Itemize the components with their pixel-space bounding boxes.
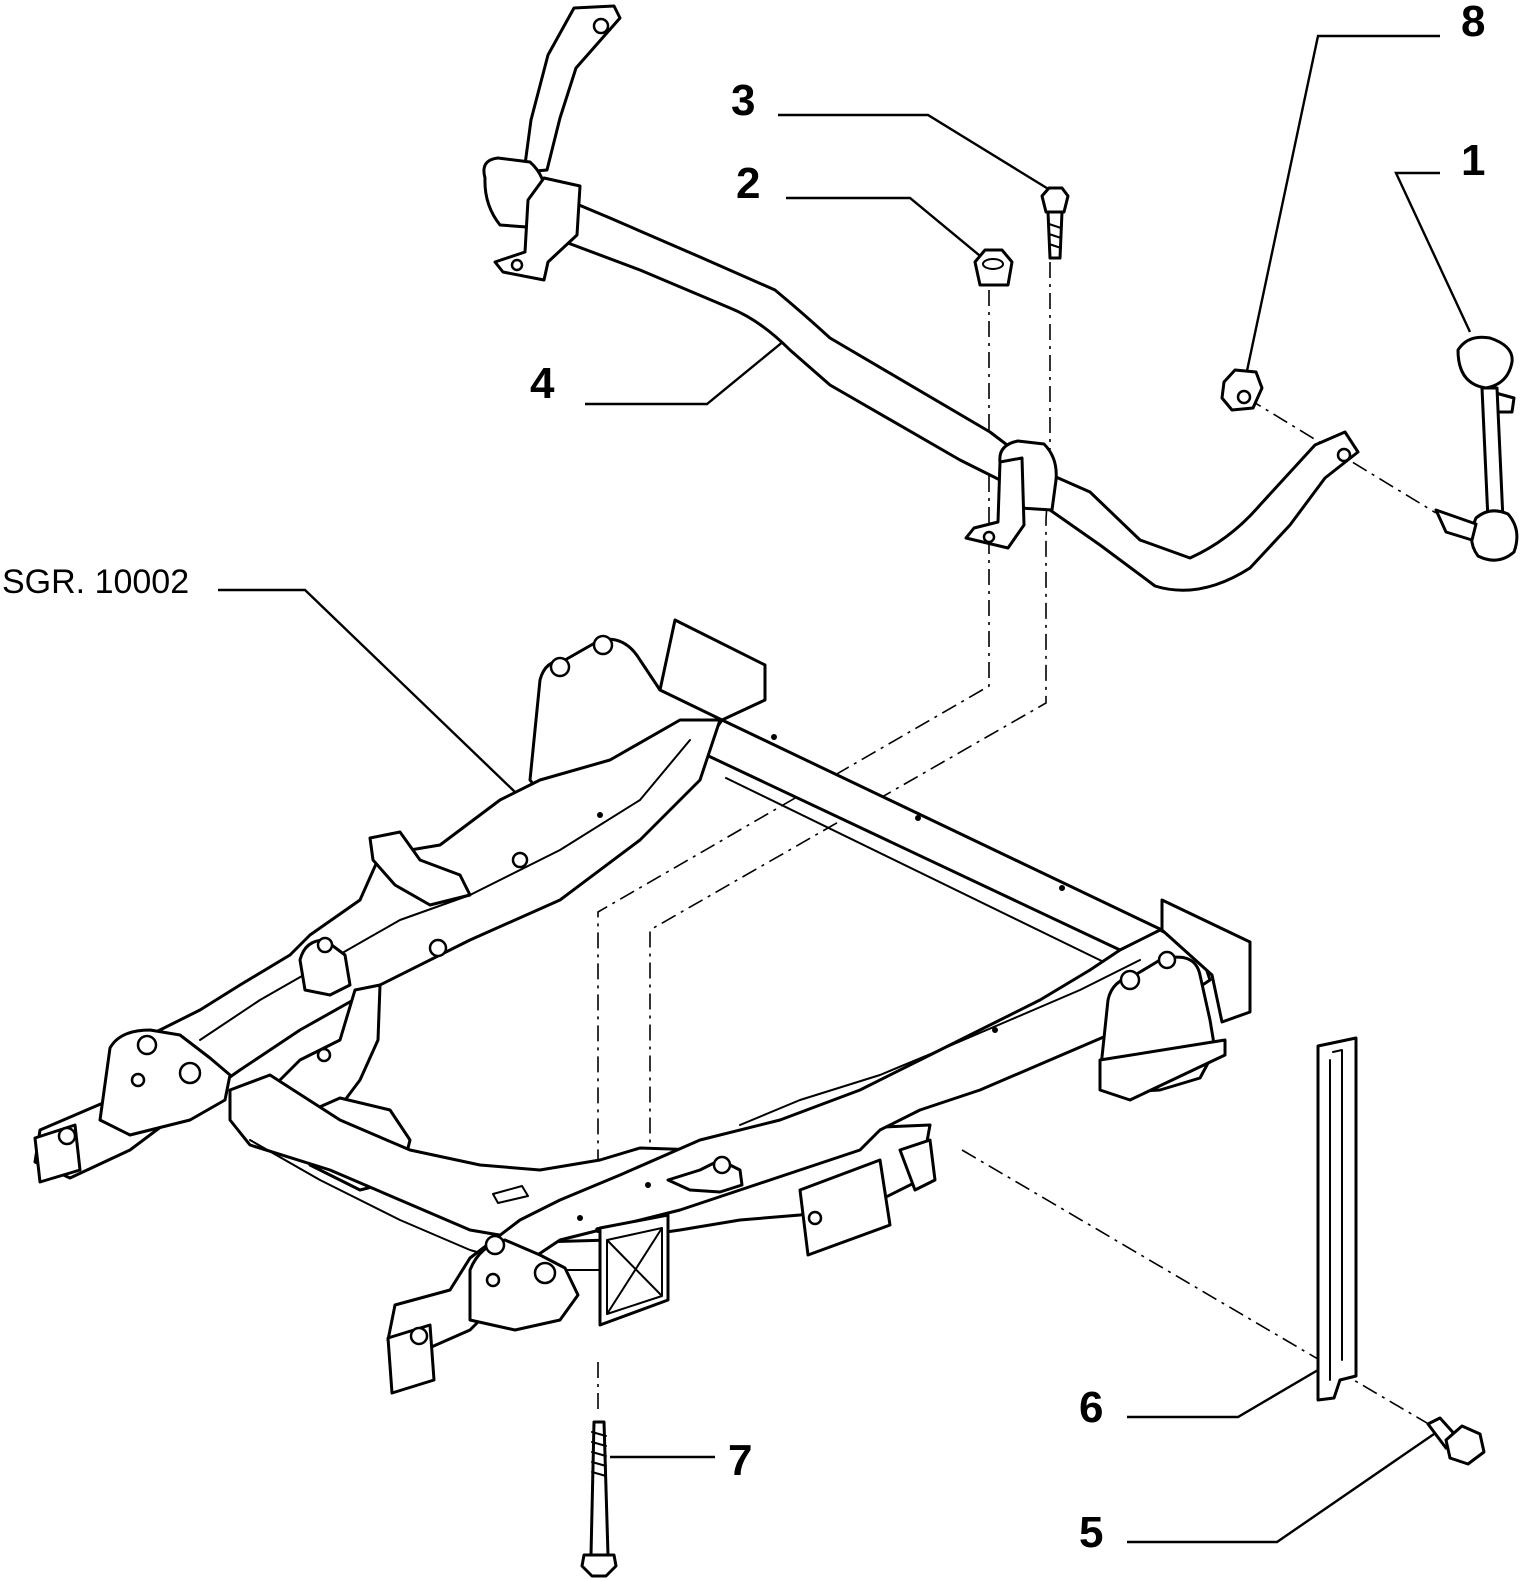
callout-8: 8 (1461, 0, 1485, 46)
callout-5: 5 (1079, 1508, 1103, 1557)
right-rear-tower-bolt-2 (1157, 950, 1177, 970)
rear-crossmember-hole-1 (771, 734, 777, 740)
leader-lines (218, 34, 1472, 1544)
leader-8 (1242, 34, 1440, 386)
callout-3: 3 (731, 76, 755, 125)
strap-6-inner-edge (1329, 1055, 1343, 1381)
right-side-member-seam (739, 959, 1141, 1126)
nut-8 (1220, 368, 1264, 412)
link-lower-stud (1434, 508, 1478, 542)
right-front-mount-bolt-3 (485, 1272, 501, 1288)
rear-crossmember-lower-edge (725, 777, 1111, 966)
strap-6-top-slot (1332, 1049, 1343, 1059)
left-side-member-hole-3 (597, 812, 603, 818)
right-front-tab (898, 1138, 937, 1192)
left-upper-plate (368, 830, 472, 907)
left-front-mount-bolt-3 (130, 1072, 146, 1088)
right-rear-bracket-end (1160, 898, 1252, 1024)
callout-1: 1 (1461, 136, 1485, 185)
rear-crossmember-hole-2 (915, 815, 921, 821)
nut-8-bore (1236, 389, 1252, 405)
right-rear-tower-bolt-1 (1119, 969, 1141, 991)
right-bracket-hole (982, 530, 996, 544)
leader-4 (585, 335, 791, 406)
front-crossmember-slot (492, 1185, 529, 1204)
strap-6-body (1316, 1036, 1358, 1402)
right-side-member (386, 928, 1212, 1354)
reference-label-sgr: SGR. 10002 (2, 563, 189, 601)
left-front-mount-bolt-1 (136, 1034, 158, 1056)
right-front-box-inner (606, 1227, 663, 1315)
left-front-tube-end-bolt (57, 1126, 77, 1146)
left-rear-tower-bolt-2 (592, 634, 614, 656)
bolt-3-head (1040, 186, 1070, 214)
left-mid-tower-bolt (316, 936, 334, 954)
center-right-arm-hole (712, 1155, 732, 1175)
front-crossmember-hole-a (577, 1215, 583, 1221)
right-front-mount-bolt-2 (533, 1261, 557, 1285)
front-crossmember-hole-c (645, 1182, 651, 1188)
leader-2 (786, 196, 986, 261)
leader-sgr (218, 588, 516, 793)
left-rear-bracket-end (658, 618, 767, 722)
left-bracket (493, 176, 582, 282)
leader-1 (1394, 171, 1472, 333)
front-crossmember-hole-b (595, 1227, 601, 1233)
strap-6 (1316, 1036, 1358, 1402)
callout-labels: 8 3 1 2 4 SGR. 10002 6 7 5 (2, 0, 1485, 1557)
right-rear-rail-flange (1098, 1038, 1227, 1102)
bar-main (546, 190, 1360, 592)
left-side-member-hole-2 (428, 938, 448, 958)
right-front-side-plate (798, 1158, 892, 1257)
nut-2-body (973, 248, 1014, 287)
left-side-member-hole-1 (511, 851, 529, 869)
callout-7: 7 (728, 1436, 752, 1485)
callout-4: 4 (530, 359, 555, 408)
bolt-5-head (1444, 1424, 1486, 1466)
bolt-3-thread (1048, 223, 1062, 249)
left-front-mount-bolt-2 (178, 1061, 202, 1085)
left-rear-tower-bolt-1 (549, 656, 571, 678)
callout-6: 6 (1079, 1383, 1103, 1432)
left-side-member-seam (199, 739, 691, 1041)
bar-left-arm-hole (592, 17, 610, 35)
leader-3 (778, 113, 1051, 192)
left-front-mount (98, 1028, 232, 1137)
rear-crossmember-hole-3 (1059, 885, 1065, 891)
bolt-7-head (580, 1553, 618, 1578)
dash-frame-to-bolt-5 (961, 1149, 1433, 1427)
bar-right-end-hole (1336, 447, 1352, 463)
leader-6 (1127, 1368, 1319, 1419)
link-upper-joint (1456, 335, 1514, 390)
bolt-7-thread (591, 1431, 607, 1477)
stabilizer-bar (482, 4, 1360, 592)
assembly-dash-lines (597, 262, 1437, 1427)
right-side-member-hole-1 (992, 1027, 998, 1033)
subframe-assembly (33, 618, 1252, 1395)
right-front-mount (468, 1238, 580, 1332)
left-bracket-hole (510, 258, 524, 272)
flange-nut-2 (973, 248, 1014, 287)
nut-2-top (982, 258, 1004, 270)
dash-nut-to-link (1246, 397, 1437, 514)
center-left-arm-hole (316, 1047, 332, 1063)
callout-2: 2 (736, 159, 760, 208)
nut-8-body (1220, 368, 1264, 412)
right-bracket (964, 456, 1026, 550)
bar-left-arm (522, 4, 622, 174)
rear-crossmember (698, 718, 1164, 952)
right-front-tube-end-bolt (409, 1326, 429, 1346)
bolt-7 (580, 1420, 618, 1578)
link-lower-joint (1470, 509, 1519, 562)
dash-bolt-to-frame (649, 262, 1051, 1180)
right-front-side-plate-hole (807, 1210, 823, 1226)
stabilizer-link-1 (1434, 335, 1519, 562)
right-front-mount-bolt-1 (484, 1234, 506, 1256)
leader-5 (1127, 1433, 1435, 1544)
bolt-3 (1040, 186, 1070, 260)
bolt-5 (1426, 1416, 1486, 1466)
